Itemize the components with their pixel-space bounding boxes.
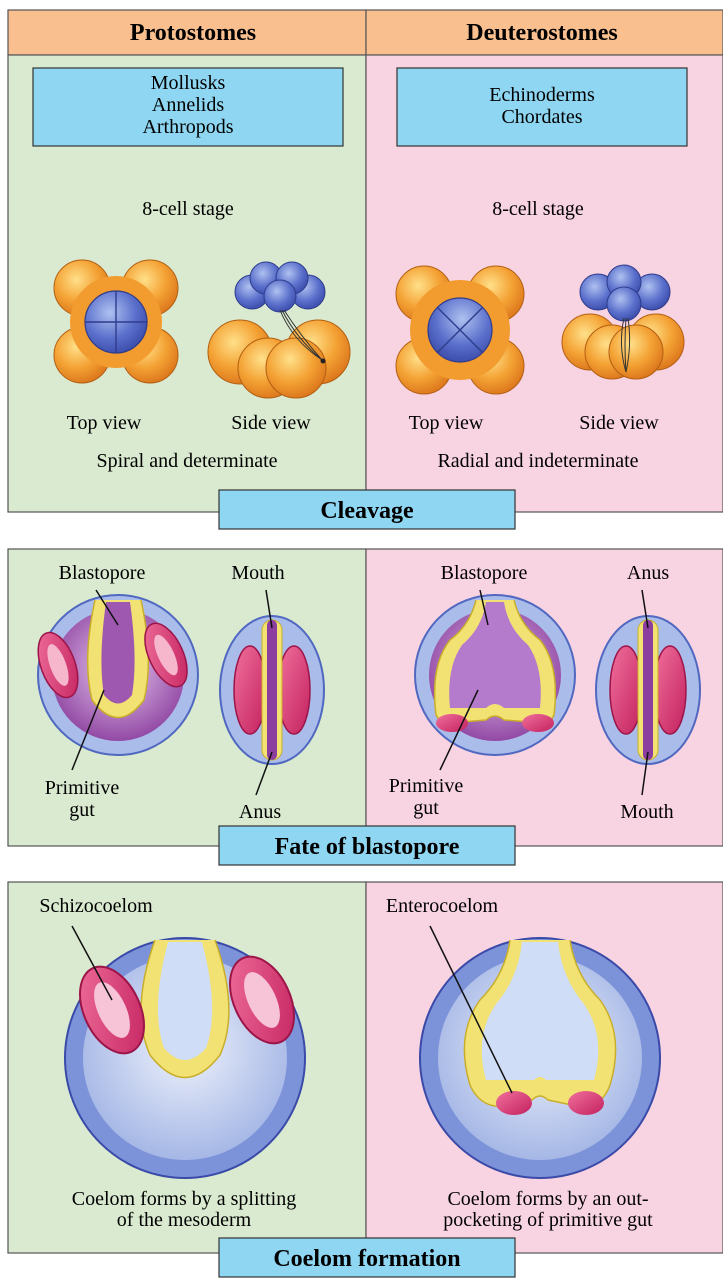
deuterostome-anus-mouth-embryo — [596, 616, 700, 764]
group-mollusks: Mollusks — [151, 72, 226, 94]
cleavage-title: Cleavage — [320, 498, 414, 524]
enterocoelom-label: Enterocoelom — [386, 895, 499, 917]
left-primitive-label: Primitive — [45, 777, 120, 799]
group-arthropods: Arthropods — [142, 116, 233, 138]
radial-caption: Radial and indeterminate — [437, 450, 638, 472]
blastopore-section: Blastopore Mouth Primitive gut Anus Blas… — [8, 549, 723, 865]
right-primitive-label: Primitive — [389, 775, 464, 797]
left-stage-label: 8-cell stage — [142, 198, 234, 220]
schizocoelom-embryo — [65, 938, 307, 1178]
left-blastopore-label: Blastopore — [59, 562, 146, 584]
deuterostomes-title: Deuterostomes — [466, 20, 618, 46]
right-mouth-label: Mouth — [620, 801, 673, 823]
enterocoelom-caption-line1: Coelom forms by an out- — [447, 1188, 648, 1210]
group-annelids: Annelids — [152, 94, 224, 116]
cleavage-section: Protostomes Deuterostomes Mollusks Annel… — [8, 10, 723, 529]
right-anus-label: Anus — [627, 562, 669, 584]
blastopore-title: Fate of blastopore — [275, 834, 460, 860]
left-gut-label: gut — [69, 799, 95, 821]
schizocoelom-label: Schizocoelom — [39, 895, 153, 917]
right-top-view-label: Top view — [409, 412, 484, 434]
right-blastopore-label: Blastopore — [441, 562, 528, 584]
protostome-mouth-anus-embryo — [220, 616, 324, 764]
schizocoelom-caption-line1: Coelom forms by a splitting — [72, 1188, 296, 1210]
group-echinoderms: Echinoderms — [489, 84, 595, 106]
left-mouth-label: Mouth — [231, 562, 284, 584]
right-stage-label: 8-cell stage — [492, 198, 584, 220]
schizocoelom-caption-line2: of the mesoderm — [117, 1209, 252, 1231]
enterocoelom-embryo — [420, 938, 660, 1178]
left-anus-label: Anus — [239, 801, 281, 823]
deuterostome-gastrula — [415, 595, 575, 755]
coelom-title: Coelom formation — [273, 1246, 460, 1272]
left-top-view-label: Top view — [67, 412, 142, 434]
protostomes-title: Protostomes — [130, 20, 256, 46]
right-side-view-label: Side view — [579, 412, 659, 434]
right-gut-label: gut — [413, 797, 439, 819]
group-chordates: Chordates — [501, 106, 582, 128]
spiral-caption: Spiral and determinate — [96, 450, 277, 472]
enterocoelom-caption-line2: pocketing of primitive gut — [443, 1209, 653, 1231]
spiral-top-view-embryo — [54, 260, 178, 383]
radial-top-view-embryo — [396, 266, 524, 394]
left-side-view-label: Side view — [231, 412, 311, 434]
coelom-section: Schizocoelom Enterocoelom Coelom forms b… — [8, 882, 723, 1277]
